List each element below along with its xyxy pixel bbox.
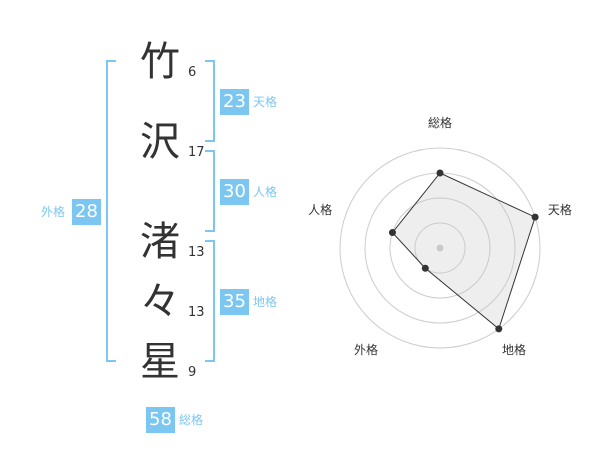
- name-char-4: 々: [140, 279, 180, 325]
- radar-point-2: [531, 213, 539, 221]
- stroke-count-3: 13: [188, 245, 205, 260]
- soukaku-label: 総格: [179, 413, 204, 427]
- stroke-count-1: 6: [188, 65, 197, 80]
- radar-axis-label-4: 外格: [353, 343, 378, 358]
- jinkaku-label: 人格: [253, 185, 278, 199]
- gaikaku-value: 28: [72, 199, 101, 225]
- radar-axis-label-1: 総格: [428, 115, 453, 130]
- chikaku-bracket: [205, 240, 215, 362]
- tenkaku-label: 天格: [253, 95, 278, 109]
- gaikaku-bracket: [106, 60, 116, 362]
- soukaku-value: 58: [146, 407, 175, 433]
- tenkaku-bracket: [205, 60, 215, 142]
- stroke-count-4: 13: [188, 305, 205, 320]
- radar-axis-label-5: 人格: [308, 202, 333, 217]
- radar-point-1: [436, 169, 444, 177]
- radar-point-4: [421, 264, 429, 272]
- radar-grid-ring: [389, 197, 491, 299]
- name-char-2: 沢: [140, 119, 180, 165]
- jinkaku-value: 30: [220, 179, 249, 205]
- chikaku-value: 35: [220, 289, 249, 315]
- radar-axis-label-3: 地格: [502, 343, 527, 358]
- chikaku-label: 地格: [253, 295, 278, 309]
- name-char-1: 竹: [140, 39, 180, 85]
- tenkaku-value: 23: [220, 89, 249, 115]
- radar-point-5: [388, 229, 396, 237]
- radar-grid-ring: [339, 147, 541, 349]
- radar-grid-ring: [414, 222, 466, 274]
- jinkaku-bracket: [205, 150, 215, 232]
- fortune-radar-chart: [339, 147, 541, 349]
- gaikaku-label: 外格: [41, 205, 66, 219]
- radar-point-3: [495, 325, 503, 333]
- name-char-5: 星: [140, 339, 180, 385]
- name-char-3: 渚: [140, 219, 180, 265]
- radar-center: [436, 244, 444, 252]
- stroke-count-2: 17: [188, 145, 205, 160]
- stroke-count-5: 9: [188, 365, 197, 380]
- radar-axis-label-2: 天格: [547, 202, 572, 217]
- radar-series-area: [391, 172, 536, 330]
